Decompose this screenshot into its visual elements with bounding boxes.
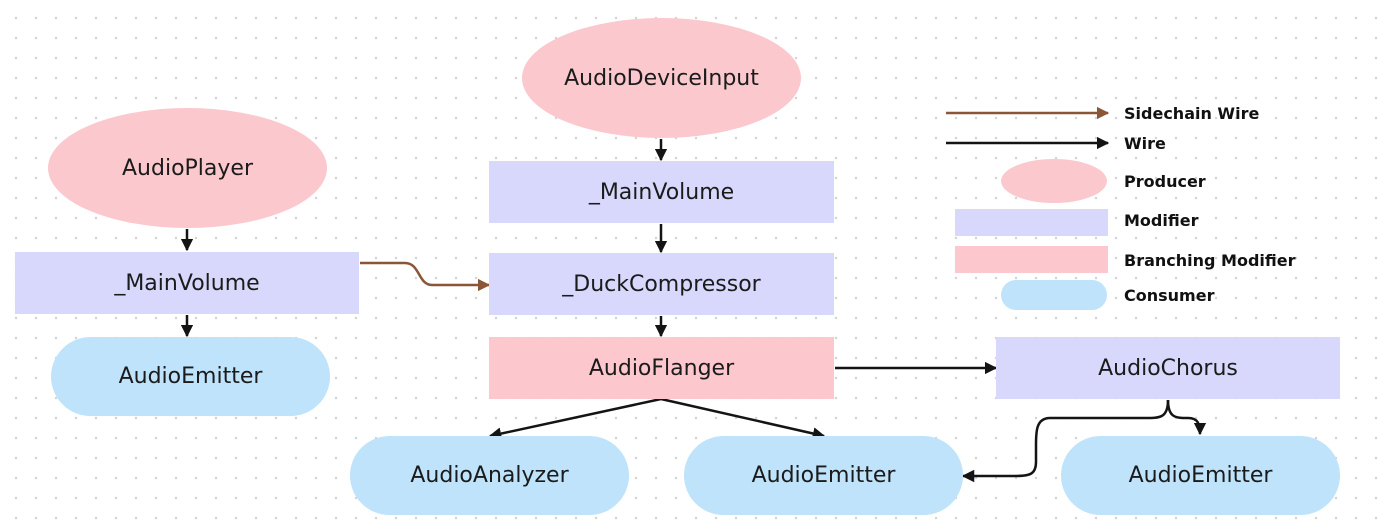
left-audio-emitter-node[interactable]: AudioEmitter [51, 337, 330, 416]
audio-chorus-node[interactable]: AudioChorus [996, 337, 1340, 399]
legend-label-wire: Wire [1124, 134, 1166, 153]
legend-label-modifier: Modifier [1124, 211, 1199, 230]
legend-label-producer: Producer [1124, 172, 1206, 191]
audio-flanger-node[interactable]: AudioFlanger [489, 337, 834, 399]
audio-device-input-node[interactable]: AudioDeviceInput [522, 18, 801, 138]
wire-flanger-to-analyzer [488, 397, 662, 440]
center-audio-emitter-node[interactable]: AudioEmitter [684, 436, 963, 515]
sidechain-wire-mainvolume-to-duckcompressor [360, 261, 491, 292]
legend-consumer-swatch [1001, 280, 1107, 310]
right-audio-emitter-node[interactable]: AudioEmitter [1061, 436, 1340, 515]
center-main-volume-node[interactable]: _MainVolume [489, 161, 834, 223]
left-main-volume-node[interactable]: _MainVolume [15, 252, 359, 314]
audio-analyzer-node[interactable]: AudioAnalyzer [350, 436, 629, 515]
legend-producer-swatch [1001, 159, 1107, 203]
duck-compressor-node[interactable]: _DuckCompressor [489, 253, 834, 315]
audio-player-node[interactable]: AudioPlayer [48, 108, 327, 228]
legend-modifier-swatch [955, 209, 1108, 236]
wire-flanger-to-center-emitter [660, 397, 826, 440]
legend-label-consumer: Consumer [1124, 286, 1215, 305]
wire-chorus-to-right-emitter [1166, 399, 1207, 436]
legend-label-branching-modifier: Branching Modifier [1124, 251, 1296, 270]
legend-label-sidechain-wire: Sidechain Wire [1124, 104, 1260, 123]
legend-branching-modifier-swatch [955, 246, 1108, 273]
